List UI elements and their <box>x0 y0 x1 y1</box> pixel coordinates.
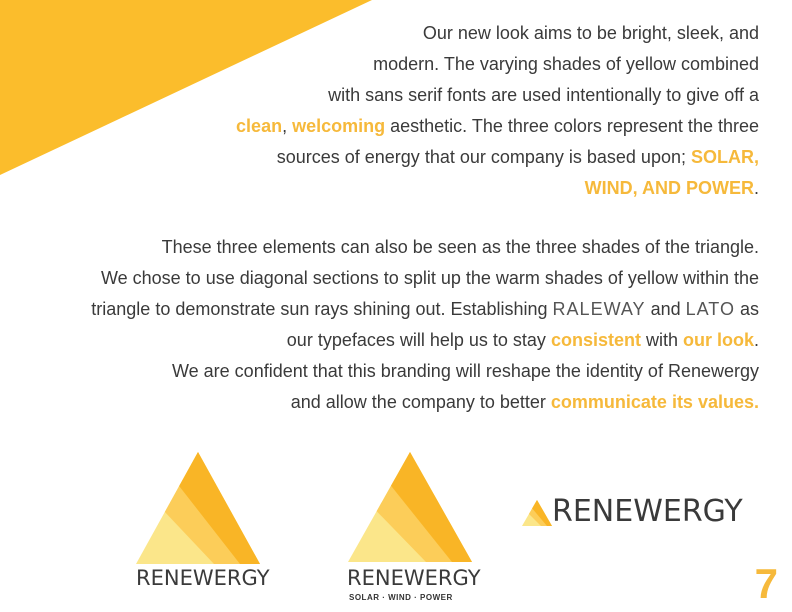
logo-2-tagline: SOLAR · WIND · POWER <box>349 593 453 602</box>
highlighted-word: our look <box>682 330 754 350</box>
body-text: . <box>753 178 759 198</box>
body-text: . <box>753 330 759 350</box>
renewergy-triangle-logo-2 <box>348 452 472 562</box>
highlighted-word: consistent <box>550 330 641 350</box>
body-text: and <box>645 299 686 319</box>
body-text: as <box>734 299 759 319</box>
body-text: with sans serif fonts are used intention… <box>328 85 759 105</box>
intro-paragraph: Our new look aims to be bright, sleek, a… <box>139 18 759 204</box>
highlighted-word: WIND, AND POWER <box>584 178 754 198</box>
page-number: 7 <box>754 560 778 607</box>
text-line: WIND, AND POWER. <box>139 173 759 204</box>
body-text: Our new look aims to be bright, sleek, a… <box>422 23 759 43</box>
text-line: sources of energy that our company is ba… <box>139 142 759 173</box>
triangle-paragraph: These three elements can also be seen as… <box>0 232 759 418</box>
logo-3-wordmark: RENEWERGY <box>552 494 743 529</box>
logo-1-wordmark: RENEWERGY <box>136 566 270 590</box>
renewergy-small-triangle-icon <box>522 500 552 526</box>
logo-2-wordmark: RENEWERGY <box>347 566 481 590</box>
body-text: These three elements can also be seen as… <box>161 237 759 257</box>
text-line: modern. The varying shades of yellow com… <box>139 49 759 80</box>
body-text: triangle to demonstrate sun rays shining… <box>91 299 553 319</box>
text-line: and allow the company to better communic… <box>0 387 759 418</box>
text-line: We chose to use diagonal sections to spl… <box>0 263 759 294</box>
highlighted-word: welcoming <box>292 116 386 136</box>
text-line: These three elements can also be seen as… <box>0 232 759 263</box>
body-text: and allow the company to better <box>290 392 551 412</box>
text-line: with sans serif fonts are used intention… <box>139 80 759 111</box>
highlighted-word: communicate its values. <box>550 392 759 412</box>
corner-yellow-triangle <box>0 0 372 175</box>
typeface-name: RALEWAY <box>552 299 646 319</box>
text-line: We are confident that this branding will… <box>0 356 759 387</box>
body-text: sources of energy that our company is ba… <box>276 147 691 167</box>
body-text: with <box>640 330 683 350</box>
text-line: clean, welcoming aesthetic. The three co… <box>139 111 759 142</box>
body-text: our typefaces will help us to stay <box>286 330 551 350</box>
renewergy-triangle-logo-1 <box>136 452 260 564</box>
body-text: We chose to use diagonal sections to spl… <box>100 268 759 288</box>
text-line: our typefaces will help us to stay consi… <box>0 325 759 356</box>
highlighted-word: clean <box>236 116 283 136</box>
highlighted-word: SOLAR, <box>690 147 759 167</box>
text-line: Our new look aims to be bright, sleek, a… <box>139 18 759 49</box>
body-text: , <box>282 116 293 136</box>
body-text: We are confident that this branding will… <box>171 361 759 381</box>
body-text: aesthetic. The three colors represent th… <box>385 116 759 136</box>
body-text: modern. The varying shades of yellow com… <box>373 54 759 74</box>
typeface-name: LATO <box>685 299 735 319</box>
text-line: triangle to demonstrate sun rays shining… <box>0 294 759 325</box>
